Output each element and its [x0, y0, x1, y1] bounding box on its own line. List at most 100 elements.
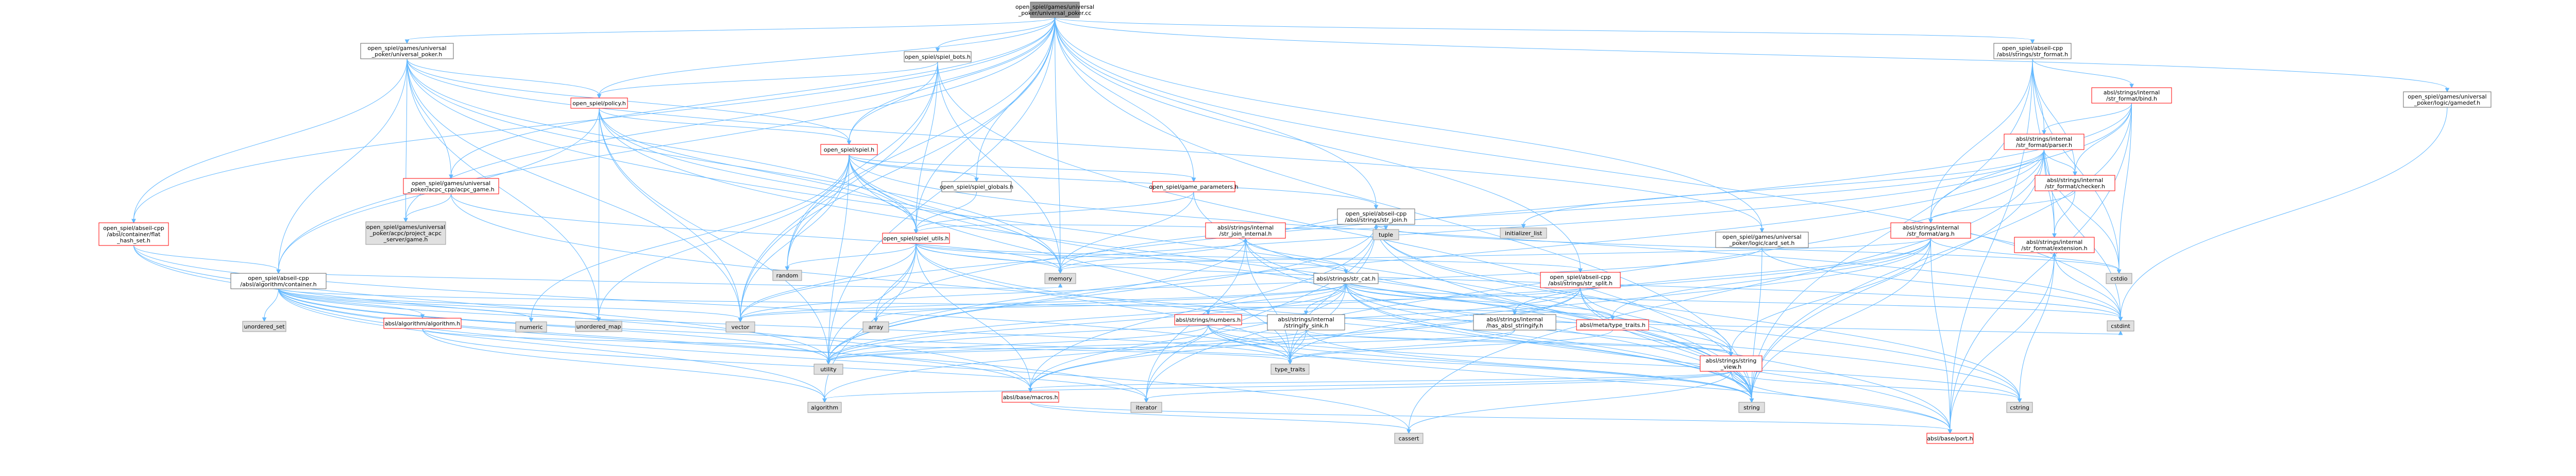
edge-string_view-to-macros	[1028, 371, 1732, 393]
edge-parser-to-checker	[2044, 149, 2077, 176]
node-str-join-internal[interactable]: absl/strings/internal/str_join_internal.…	[1205, 222, 1286, 239]
node-spiel-utils[interactable]: open_spiel/spiel_utils.h	[882, 233, 950, 244]
node-flat-hash[interactable]: open_spiel/abseil-cpp/absl/container/fla…	[98, 222, 169, 246]
node-label-line: _hash_set.h	[116, 237, 150, 244]
node-box	[1473, 314, 1556, 331]
node-cassert: cassert	[1394, 433, 1423, 444]
edge-up_h-to-string	[406, 58, 1754, 403]
edge-spiel-to-random	[785, 154, 850, 271]
node-box	[1700, 355, 1762, 372]
edge-string_view-to-string	[1731, 371, 1754, 403]
node-stringify-sink[interactable]: absl/strings/internal/stringify_sink.h	[1267, 314, 1345, 331]
node-port[interactable]: absl/base/port.h	[1926, 433, 1974, 444]
node-project-acpc: open_spiel/games/universal_poker/acpc/pr…	[365, 221, 446, 245]
edge-bind-to-arg	[1928, 103, 2132, 224]
node-box	[1267, 314, 1345, 331]
node-bots[interactable]: open_spiel/spiel_bots.h	[904, 51, 972, 62]
node-box	[242, 321, 286, 332]
node-label-line: type_traits	[1275, 366, 1306, 373]
edge-acpc_game-to-memory	[451, 193, 1063, 274]
edge-parser-to-extension	[2044, 149, 2057, 238]
node-label-line: /absl/strings/str_format.h	[1997, 51, 2068, 58]
node-bind[interactable]: absl/strings/internal/str_format/bind.h	[2091, 87, 2172, 104]
node-acpc-game[interactable]: open_spiel/games/universal_poker/acpc_cp…	[403, 178, 499, 194]
node-str-split[interactable]: open_spiel/abseil-cpp/absl/strings/str_s…	[1540, 272, 1621, 288]
node-container[interactable]: open_spiel/abseil-cpp/absl/algorithm/con…	[230, 273, 327, 289]
node-label-line: open_spiel/abseil-cpp	[1346, 210, 1407, 217]
node-game-params[interactable]: open_spiel/game_parameters.h	[1149, 181, 1239, 192]
node-box	[403, 178, 499, 194]
node-box	[1270, 364, 1310, 375]
node-label-line: absl/strings/internal	[2026, 239, 2082, 245]
edge-str_split-to-macros	[1028, 287, 1581, 393]
node-label-line: absl/strings/internal	[1486, 316, 1543, 323]
edge-arg-to-port	[1930, 238, 1953, 434]
node-label-line: open_spiel/abseil-cpp	[248, 275, 309, 282]
node-label-line: /has_absl_stringify.h	[1486, 322, 1543, 329]
node-str-cat[interactable]: absl/strings/str_cat.h	[1313, 273, 1379, 284]
node-box	[725, 321, 755, 333]
edge-up_h-to-spiel	[406, 58, 852, 145]
node-label-line: /absl/strings/str_join.h	[1345, 217, 1407, 223]
edge-game_params-to-spiel_utils	[913, 191, 1194, 234]
node-box	[941, 181, 1012, 192]
edge-str_cat-to-array	[873, 283, 1346, 323]
node-str-join[interactable]: open_spiel/abseil-cpp/absl/strings/str_j…	[1337, 208, 1415, 225]
edge-policy-to-spiel	[599, 108, 852, 145]
node-card-set[interactable]: open_spiel/games/universal_poker/logic/c…	[1715, 232, 1809, 248]
node-box	[360, 43, 454, 59]
node-box	[230, 273, 327, 289]
edge-root-to-acpc_game	[449, 17, 1055, 179]
edge-str_cat-to-cstdint	[1346, 283, 2123, 322]
node-label-line: absl/strings/internal	[1903, 224, 1959, 231]
node-label-line: /absl/container/flat	[107, 231, 161, 238]
node-numbers[interactable]: absl/strings/numbers.h	[1174, 314, 1242, 325]
node-box	[2107, 320, 2134, 332]
node-box	[1002, 391, 1059, 403]
edge-spiel_utils-to-str_split	[916, 243, 1583, 273]
node-label-line: _poker/universal_poker.cc	[1018, 10, 1092, 17]
node-cstdio: cstdio	[2106, 273, 2132, 284]
node-arg[interactable]: absl/strings/internal/str_format/arg.h	[1890, 222, 1971, 239]
node-box	[575, 321, 622, 332]
node-parser[interactable]: absl/strings/internal/str_format/parser.…	[2004, 134, 2084, 150]
node-string-view[interactable]: absl/strings/string_view.h	[1700, 355, 1762, 372]
edge-extension-to-cstdint	[2054, 252, 2123, 322]
node-label-line: open_spiel/games/universal	[2408, 93, 2486, 100]
node-spiel-globals[interactable]: open_spiel/spiel_globals.h	[940, 181, 1013, 192]
node-macros[interactable]: absl/base/macros.h	[1002, 391, 1059, 403]
node-label-line: cstdio	[2111, 275, 2128, 282]
edge-spiel-to-game_params	[849, 154, 1196, 183]
node-string: string	[1738, 402, 1765, 413]
node-type-traits: type_traits	[1270, 364, 1310, 375]
edge-meta_type_traits-to-type_traits	[1287, 330, 1613, 365]
node-gamedef[interactable]: open_spiel/games/universal_poker/logic/g…	[2403, 91, 2492, 108]
edge-str_join-to-cstdio	[1376, 224, 2122, 274]
node-strformat[interactable]: open_spiel/abseil-cpp/absl/strings/str_f…	[1993, 43, 2072, 59]
node-label-line: string	[1743, 404, 1760, 411]
edge-bind-to-array	[873, 103, 2132, 323]
node-memory: memory	[1044, 273, 1076, 284]
node-extension[interactable]: absl/strings/internal/str_format/extensi…	[2014, 237, 2095, 253]
edge-root-to-strformat	[1055, 17, 2035, 44]
node-label-line: memory	[1048, 275, 1072, 282]
node-has-stringify[interactable]: absl/strings/internal/has_absl_stringify…	[1473, 314, 1556, 331]
edge-str_cat-to-numbers	[1206, 283, 1346, 316]
node-up-h[interactable]: open_spiel/games/universal_poker/univers…	[360, 43, 454, 59]
node-root[interactable]: open_spiel/games/universal_poker/univers…	[1015, 2, 1094, 18]
node-checker[interactable]: absl/strings/internal/str_format/checker…	[2035, 175, 2115, 191]
node-box	[1394, 433, 1423, 444]
node-label-line: absl/strings/internal	[1217, 224, 1274, 231]
node-spiel[interactable]: open_spiel/spiel.h	[820, 144, 878, 155]
edge-root-to-up_h	[404, 17, 1055, 44]
edge-checker-to-extension	[2052, 190, 2075, 238]
edge-acpc_game-to-project_acpc	[403, 193, 451, 223]
edge-str_join_internal-to-str_cat	[1245, 238, 1348, 274]
node-label-line: _server/game.h	[383, 236, 428, 243]
node-policy[interactable]: open_spiel/policy.h	[570, 97, 628, 109]
node-algorithm-h[interactable]: absl/algorithm/algorithm.h	[383, 318, 462, 329]
edge-str_join-to-initializer_list	[1376, 224, 1526, 229]
node-box	[820, 144, 878, 155]
node-box	[1313, 273, 1379, 284]
node-meta-type-traits[interactable]: absl/meta/type_traits.h	[1576, 319, 1649, 331]
